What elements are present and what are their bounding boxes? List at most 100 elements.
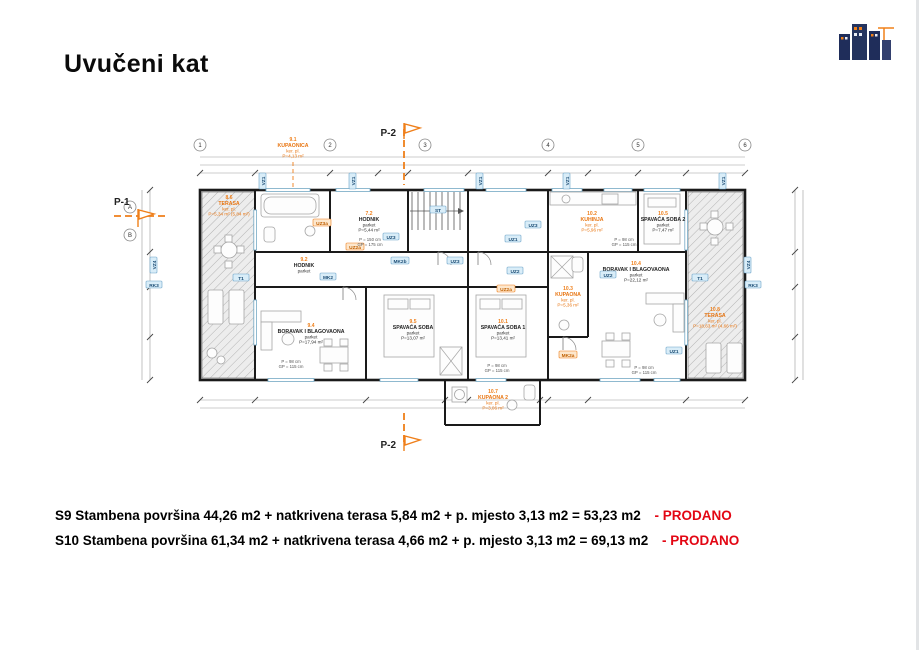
floor-plan-drawing: 1 2 3 4 5 6 A B [114,123,804,451]
svg-text:ker. pl.: ker. pl. [585,223,599,228]
marker-uz2: UZ2 [506,266,524,275]
svg-text:P=5,36 m²: P=5,36 m² [557,303,579,308]
svg-text:P-2: P-2 [380,440,396,451]
svg-text:parket: parket [630,273,643,278]
svg-text:9.4: 9.4 [308,323,315,329]
svg-text:10.4: 10.4 [631,261,641,267]
marker-rk3: RK3 [744,280,762,289]
marker-st: ST [429,205,447,214]
svg-text:P=3,06 m²: P=3,06 m² [482,406,504,411]
svg-text:GP = 115 cm: GP = 115 cm [279,364,304,369]
svg-text:P = 98 cm: P = 98 cm [634,365,654,370]
floor-plan: 1 2 3 4 5 6 A B [108,115,818,455]
svg-text:P=18,63 m² (4,66 m²): P=18,63 m² (4,66 m²) [693,324,737,329]
buildings-logo-icon [839,24,894,60]
marker-vz1: VZ1 [475,172,484,190]
svg-text:P=4,13 m²: P=4,13 m² [282,154,304,159]
svg-text:P=5,44 m²: P=5,44 m² [358,228,380,233]
svg-text:9.1: 9.1 [290,137,297,143]
grid-bubbles: 1 2 3 4 5 6 A B [123,138,752,242]
marker-uz2a: UZ2a [496,284,516,293]
svg-text:P = 98 cm: P = 98 cm [614,237,634,242]
summary-s10-text: S10 Stambena površina 61,34 m2 + natkriv… [55,533,649,548]
svg-text:UZ3: UZ3 [386,235,395,241]
svg-text:parket: parket [305,335,318,340]
svg-text:HODNIK: HODNIK [359,217,380,223]
marker-vz1: VZ1 [348,172,357,190]
room-label-boravak-right: 10.4 BORAVAK I BLAGOVAONA parket P=22,12… [603,261,670,283]
svg-text:GP = 115 cm: GP = 115 cm [485,368,510,373]
svg-text:VZ4: VZ4 [746,260,752,269]
svg-text:P-2: P-2 [380,128,396,139]
svg-text:TERASA: TERASA [704,313,726,319]
summary-s9-status: - PRODANO [654,508,732,523]
svg-text:1: 1 [198,143,202,149]
svg-text:8.6: 8.6 [226,195,233,201]
svg-text:3: 3 [423,143,427,149]
svg-text:GP = 175 cm: GP = 175 cm [357,242,383,247]
section-flag-icon [138,209,157,220]
section-flag-icon [404,123,423,134]
svg-text:KUPAONA: KUPAONA [555,292,581,298]
svg-text:P = 98 cm: P = 98 cm [281,359,301,364]
svg-text:T1: T1 [238,276,244,282]
room-label-terasa-left: 8.6 TERASA ker. pl. P=5,34 m² (5,84 m²) [208,195,250,217]
svg-text:BORAVAK I BLAGOVAONA: BORAVAK I BLAGOVAONA [603,267,670,273]
svg-text:KUHINJA: KUHINJA [580,217,603,223]
marker-uz3: UZ3 [524,220,542,229]
svg-text:B: B [128,233,132,239]
svg-text:parket: parket [298,269,311,274]
room-label-kupaonica-callout: 9.1 KUPAONICA ker. pl. P=4,13 m² [277,137,308,159]
svg-text:UZ3: UZ3 [528,223,537,229]
svg-text:UZ2a: UZ2a [500,287,512,293]
marker-t1: T1 [232,273,250,282]
room-label-hodnik-mid: 9.2 HODNIK parket [294,257,315,274]
svg-text:P=7,47 m²: P=7,47 m² [652,228,674,233]
svg-text:SPAVAĆA SOBA 2: SPAVAĆA SOBA 2 [641,215,686,223]
room-label-spavaca-1: 10.1 SPAVAĆA SOBA 1 parket P=13,41 m² [481,319,526,341]
svg-text:P=22,12 m²: P=22,12 m² [624,278,648,283]
svg-text:5: 5 [636,143,640,149]
svg-text:9.5: 9.5 [410,319,417,325]
svg-text:HODNIK: HODNIK [294,263,315,269]
marker-vz1: VZ1 [258,172,267,190]
svg-text:UZ1: UZ1 [669,349,678,355]
svg-text:10.2: 10.2 [587,211,597,217]
svg-text:9.2: 9.2 [301,257,308,263]
marker-vz4: VZ4 [149,256,158,274]
area-summary: S9 Stambena površina 44,26 m2 + natkrive… [55,508,739,558]
svg-text:ker. pl.: ker. pl. [222,207,236,212]
svg-text:SPAVAĆA SOBA: SPAVAĆA SOBA [393,323,434,331]
svg-text:RK3: RK3 [748,283,758,289]
svg-text:P = 150 cm: P = 150 cm [359,237,381,242]
svg-text:10.1: 10.1 [498,319,508,325]
svg-text:ker. pl.: ker. pl. [708,319,722,324]
marker-uz2: UZ2 [599,270,617,279]
svg-text:P=13,07 m²: P=13,07 m² [401,336,425,341]
marker-vz1: VZ1 [718,172,727,190]
marker-uz1: UZ1 [504,234,522,243]
section-flag-icon [404,435,423,446]
svg-text:P-1: P-1 [114,197,130,208]
section-marker-p1: P-1 [114,197,166,227]
svg-text:MK2b: MK2b [393,259,406,265]
marker-mk2b: MK2b [390,256,410,265]
svg-text:10.7: 10.7 [488,389,498,395]
svg-text:UZ1: UZ1 [508,237,517,243]
room-label-spavaca-s9: 9.5 SPAVAĆA SOBA parket P=13,07 m² [393,319,434,341]
marker-uz3: UZ3 [382,232,400,241]
svg-text:MK2a: MK2a [562,353,575,359]
svg-text:ker. pl.: ker. pl. [286,149,300,154]
svg-text:GP = 115 cm: GP = 115 cm [612,242,637,247]
marker-mk2a: MK2a [558,350,578,359]
svg-text:A: A [128,205,132,211]
svg-text:P=13,41 m²: P=13,41 m² [491,336,515,341]
svg-text:KUPAONA 2: KUPAONA 2 [478,395,508,401]
svg-text:VZ1: VZ1 [565,176,571,185]
dimension-ticks [146,169,799,404]
svg-text:10.5: 10.5 [658,211,668,217]
window-edge [916,0,919,650]
terrace-left-floor [201,191,256,379]
